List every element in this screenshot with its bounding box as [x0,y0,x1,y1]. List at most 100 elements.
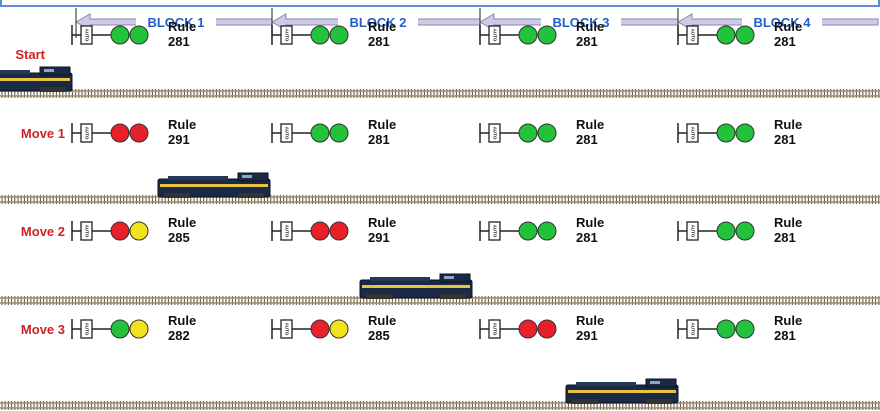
auto-plate [280,319,293,339]
block-label-bg [338,13,418,31]
auto-plate [686,221,699,241]
auto-plate-text: AUTO [492,29,497,42]
signal-lamp-green [329,25,349,45]
signal-lamp-green [735,319,755,339]
loco-roof [370,277,430,281]
loco-truck [238,193,264,198]
row-4: Move 3 [21,322,65,337]
signal-lamp-yellow [129,319,149,339]
locomotive [565,378,679,404]
signal-lamp-red [110,221,130,241]
loco-cab [39,66,71,76]
rule-number: 281 [576,132,598,147]
signal-lamp-red [310,319,330,339]
auto-plate [488,319,501,339]
auto-plate-text: AUTO [284,127,289,140]
signal-lamp-green [537,123,557,143]
rule-word: Rule [774,117,802,132]
rule-word: Rule [576,117,604,132]
loco-truck [164,193,190,198]
signal-lamp-green [716,319,736,339]
top-frame [0,0,880,7]
rule-word: Rule [168,313,196,328]
loco-truck [572,399,598,404]
signal-lamp-green [735,221,755,241]
block-label: BLOCK 2 [349,15,406,30]
signal-lamp-green [310,123,330,143]
rule-number: 281 [576,230,598,245]
signal-lamp-green [329,123,349,143]
signal-lamp-red [518,319,538,339]
rule-word: Rule [168,117,196,132]
loco-stripe [0,78,70,81]
auto-plate-text: AUTO [492,323,497,336]
track [0,89,880,98]
loco-cab [645,378,677,388]
signal-lamp-green [518,221,538,241]
auto-plate [280,221,293,241]
auto-plate-text: AUTO [84,225,89,238]
rule-word: Rule [576,19,604,34]
signal-lamp-yellow [329,319,349,339]
loco-truck [366,294,392,299]
signal-lamp-green [110,25,130,45]
rule-number: 281 [576,34,598,49]
track [0,195,880,204]
rule-word: Rule [168,19,196,34]
auto-plate [80,123,93,143]
signal-lamp-red [537,319,557,339]
rule-number: 281 [368,132,390,147]
rule-word: Rule [368,19,396,34]
rule-number: 291 [168,132,190,147]
auto-plate-text: AUTO [84,323,89,336]
rule-number: 281 [774,230,796,245]
signal-lamp-green [537,25,557,45]
auto-plate [80,319,93,339]
rule-number: 285 [168,230,190,245]
signal-lamp-green [537,221,557,241]
auto-plate-text: AUTO [690,29,695,42]
auto-plate-text: AUTO [84,29,89,42]
auto-plate [686,25,699,45]
locomotive [359,273,473,299]
signal-lamp-green [129,25,149,45]
rule-number: 281 [168,34,190,49]
auto-plate [80,25,93,45]
loco-roof [0,70,30,74]
rule-word: Rule [368,313,396,328]
auto-plate [686,123,699,143]
loco-window [242,175,252,178]
auto-plate-text: AUTO [284,225,289,238]
auto-plate-text: AUTO [690,127,695,140]
signal-lamp-green [716,123,736,143]
row-label: Move 2 [21,224,65,239]
track [0,401,880,410]
loco-truck [440,294,466,299]
auto-plate-text: AUTO [284,29,289,42]
loco-cab [237,172,269,182]
loco-window [44,69,54,72]
auto-plate [686,319,699,339]
row-label: Move 1 [21,126,65,141]
block-label-bg [742,13,822,31]
rule-number: 281 [774,34,796,49]
auto-plate-text: AUTO [690,225,695,238]
rule-word: Rule [368,215,396,230]
auto-plate [488,25,501,45]
loco-window [650,381,660,384]
rule-word: Rule [774,313,802,328]
signal-lamp-green [735,25,755,45]
